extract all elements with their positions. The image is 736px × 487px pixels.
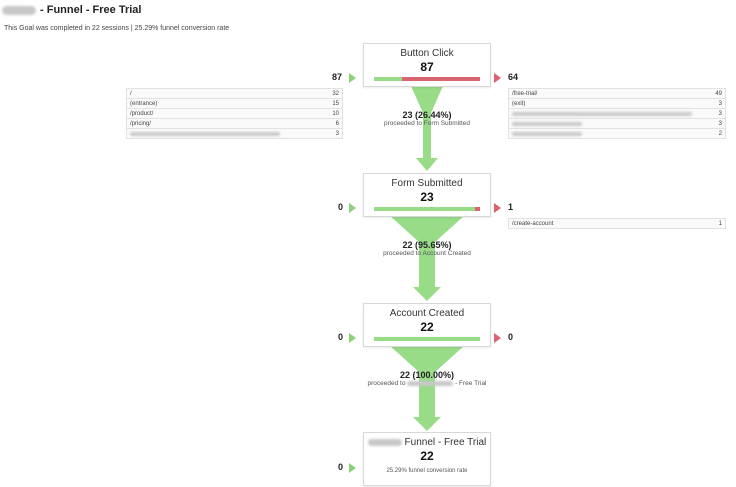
proceed-label: proceeded to - Free Trial [367,380,487,387]
entrances-count: 87 [332,72,343,82]
table-row[interactable]: /free-trial/49 [508,89,726,99]
exits-count: 0 [508,332,514,342]
funnel-stem-2 [419,242,435,288]
proceed-summary-2: 22 (95.65%) proceeded to Account Created [347,240,507,257]
entrance-arrow-icon [349,73,356,83]
table-row[interactable]: (entrance)15 [126,99,343,109]
redacted-name [367,438,402,446]
step-count: 22 [420,449,434,463]
proceed-count: 23 (26.44%) [402,110,452,120]
step-name: Form Submitted [391,178,463,189]
redacted-name [2,5,36,15]
exit-arrow-icon [494,203,501,213]
goal-summary: This Goal was completed in 22 sessions |… [4,25,230,32]
step-name: Account Created [389,308,465,319]
funnel-shape-2 [389,215,465,242]
redacted-url [512,111,692,116]
step-count: 87 [420,60,434,74]
exit-arrow-icon [494,333,501,343]
proceed-label: proceeded to Account Created [383,250,471,257]
redacted-url [512,121,582,126]
entry-sources-table: /32 (entrance)15 /product/10 /pricing/6 … [126,88,343,139]
page-title: - Funnel - Free Trial [2,4,141,16]
proceed-summary-3: 22 (100.00%) proceeded to - Free Trial [347,370,507,387]
proceed-summary-1: 23 (26.44%) proceeded to Form Submitted [347,110,507,127]
bar-exited [401,77,480,81]
entrance-arrow-icon [349,203,356,213]
entrance-arrow-icon [349,463,356,473]
exits-count: 64 [508,72,519,82]
funnel-arrow-1 [416,158,438,171]
step-count: 22 [420,320,434,334]
funnel-arrow-2 [413,287,441,301]
step-count: 23 [420,190,434,204]
funnel-step-account-created[interactable]: Account Created 22 [363,303,491,347]
page-title-text: - Funnel - Free Trial [40,4,142,16]
step-progress-bar [374,77,480,81]
exit-destinations-table: /free-trial/49 (exit)3 3 3 2 [508,88,726,139]
table-row[interactable]: (exit)3 [508,99,726,109]
redacted-name [407,380,454,386]
table-row[interactable]: 3 [508,109,726,119]
proceed-count: 22 (100.00%) [399,370,455,380]
step-name: Funnel - Free Trial [364,437,490,448]
redacted-url [130,131,280,136]
step-progress-bar [374,207,480,211]
funnel-stem-1 [423,113,431,159]
exit-arrow-icon [494,73,501,83]
table-row[interactable]: /32 [126,89,343,99]
table-row[interactable]: /pricing/6 [126,119,343,129]
step-name: Button Click [400,48,454,59]
funnel-arrow-3 [413,417,441,431]
conversion-rate: 25.29% funnel conversion rate [386,468,468,474]
redacted-url [512,131,582,136]
entrances-count: 0 [338,462,344,472]
bar-proceeded [374,337,480,341]
step-progress-bar [374,337,480,341]
proceed-count: 22 (95.65%) [402,240,452,250]
entrances-count: 0 [338,202,344,212]
proceed-label: proceeded to Form Submitted [384,120,470,127]
bar-proceeded [374,207,476,211]
funnel-shape-1 [411,86,443,113]
table-row[interactable]: 3 [126,129,343,139]
funnel-step-goal[interactable]: Funnel - Free Trial 22 25.29% funnel con… [363,432,491,486]
entrance-arrow-icon [349,333,356,343]
table-row[interactable]: /product/10 [126,109,343,119]
entrances-count: 0 [338,332,344,342]
funnel-step-button-click[interactable]: Button Click 87 [363,43,491,87]
bar-exited [475,207,480,211]
funnel-step-form-submitted[interactable]: Form Submitted 23 [363,173,491,217]
table-row[interactable]: 3 [508,119,726,129]
funnel-shape-3 [389,345,465,372]
bar-proceeded [374,77,402,81]
exits-count: 1 [508,202,514,212]
table-row[interactable]: 2 [508,129,726,139]
